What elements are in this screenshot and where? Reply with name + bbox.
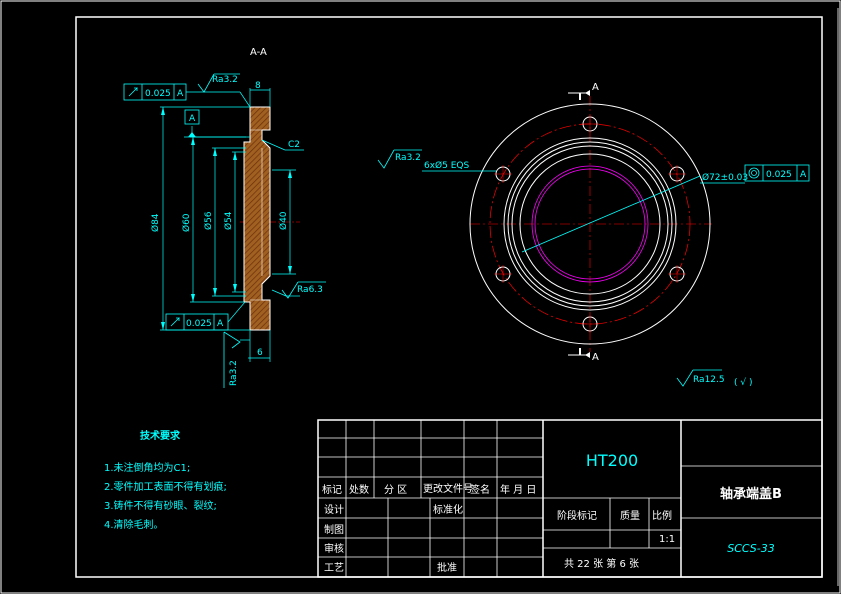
chamfer-label: C2 [288, 140, 300, 150]
general-roughness-remark: ( √ ) [734, 377, 752, 388]
hidden-circle-outer [531, 165, 649, 283]
concentricity-icon-inner [751, 170, 757, 176]
width-6-label: 6 [257, 348, 263, 358]
roughness-holes-symbol [377, 149, 395, 169]
general-roughness-label: Ra12.5 [693, 375, 725, 385]
dia-72-line [521, 175, 701, 253]
roughness-right-symbol [281, 281, 299, 299]
header-mark: 标记 [322, 484, 342, 496]
material-label: HT200 [586, 451, 638, 470]
part-name-label: 轴承端盖B [720, 486, 782, 502]
stage-mark-label: 阶段标记 [557, 509, 597, 522]
concentricity-icon-outer [748, 167, 760, 179]
runout-top-icon [128, 87, 138, 97]
tol-bottom-datum: A [217, 319, 224, 329]
section-dimensions [160, 88, 304, 362]
datum-a-box [184, 109, 200, 125]
roughness-holes-label: Ra3.2 [395, 153, 421, 163]
section-arrows [161, 107, 292, 330]
requirement-item-3: 3.铸件不得有砂眼、裂纹; [104, 499, 217, 512]
conc-value: 0.025 [766, 170, 792, 180]
header-date: 年 月 日 [500, 483, 536, 496]
roughness-bottom-label: Ra3.2 [229, 360, 239, 386]
section-mark-top: A [568, 82, 599, 100]
draw-label: 制图 [324, 523, 344, 536]
dia-72-label: Ø72±0.03 [702, 172, 748, 183]
section-mark-bottom: A [568, 348, 599, 363]
review-label: 审核 [324, 542, 344, 555]
dim-60-label: Ø60 [181, 213, 192, 232]
roughness-top-label: Ra3.2 [212, 75, 238, 85]
runout-bottom-icon [170, 317, 180, 327]
general-roughness-symbol [676, 369, 694, 387]
outer-flange-circle [469, 103, 711, 345]
requirement-item-1: 1.未注倒角均为C1; [104, 461, 190, 474]
boss-outer [503, 137, 677, 311]
width-8-label: 8 [255, 81, 261, 91]
conc-frame [744, 164, 810, 182]
design-label: 设计 [324, 503, 344, 516]
datum-a-label: A [189, 114, 196, 124]
bore-circle [519, 153, 661, 295]
title-block-grid [317, 419, 823, 578]
standardize-label: 标准化 [433, 503, 463, 516]
tol-top-value: 0.025 [145, 89, 171, 99]
tol-frame-bottom [165, 313, 229, 331]
svg-text:A: A [592, 352, 599, 363]
boss-step-1 [507, 141, 673, 307]
boss-step-2 [511, 145, 669, 303]
tol-frame-top [123, 83, 187, 101]
header-change-doc: 更改文件号 [423, 482, 473, 495]
roughness-top-symbol [197, 73, 215, 93]
hidden-circle-inner [534, 168, 646, 280]
dim-54-label: Ø54 [223, 211, 234, 230]
tol-top-datum: A [177, 89, 184, 99]
requirement-item-2: 2.零件加工表面不得有划痕; [104, 480, 227, 493]
holes-label: 6xØ5 EQS [424, 160, 469, 171]
drawing-number-label: SCCS-33 [727, 542, 775, 555]
roughness-bottom-symbol [223, 331, 241, 349]
section-title: A-A [250, 47, 267, 58]
section-body [243, 106, 271, 331]
requirement-item-4: 4.清除毛刺。 [104, 518, 164, 531]
dim-56-label: Ø56 [203, 211, 214, 230]
conc-datum: A [800, 170, 807, 180]
approve-label: 批准 [437, 561, 457, 574]
weight-label: 质量 [620, 510, 640, 522]
header-zone: 分 区 [384, 484, 407, 496]
header-sign: 签名 [470, 483, 490, 496]
header-count: 处数 [349, 483, 369, 496]
requirements-title: 技术要求 [140, 429, 181, 442]
dim-40-label: Ø40 [278, 211, 289, 230]
scale-label: 比例 [652, 509, 672, 522]
dim-84-label: Ø84 [150, 213, 161, 232]
scale-value: 1:1 [659, 534, 675, 545]
front-view [469, 96, 712, 352]
roughness-right-label: Ra6.3 [297, 285, 323, 295]
svg-text:A: A [592, 82, 599, 93]
tol-bottom-value: 0.025 [186, 319, 212, 329]
sheet-info: 共 22 张 第 6 张 [564, 557, 639, 570]
process-label: 工艺 [324, 562, 344, 574]
